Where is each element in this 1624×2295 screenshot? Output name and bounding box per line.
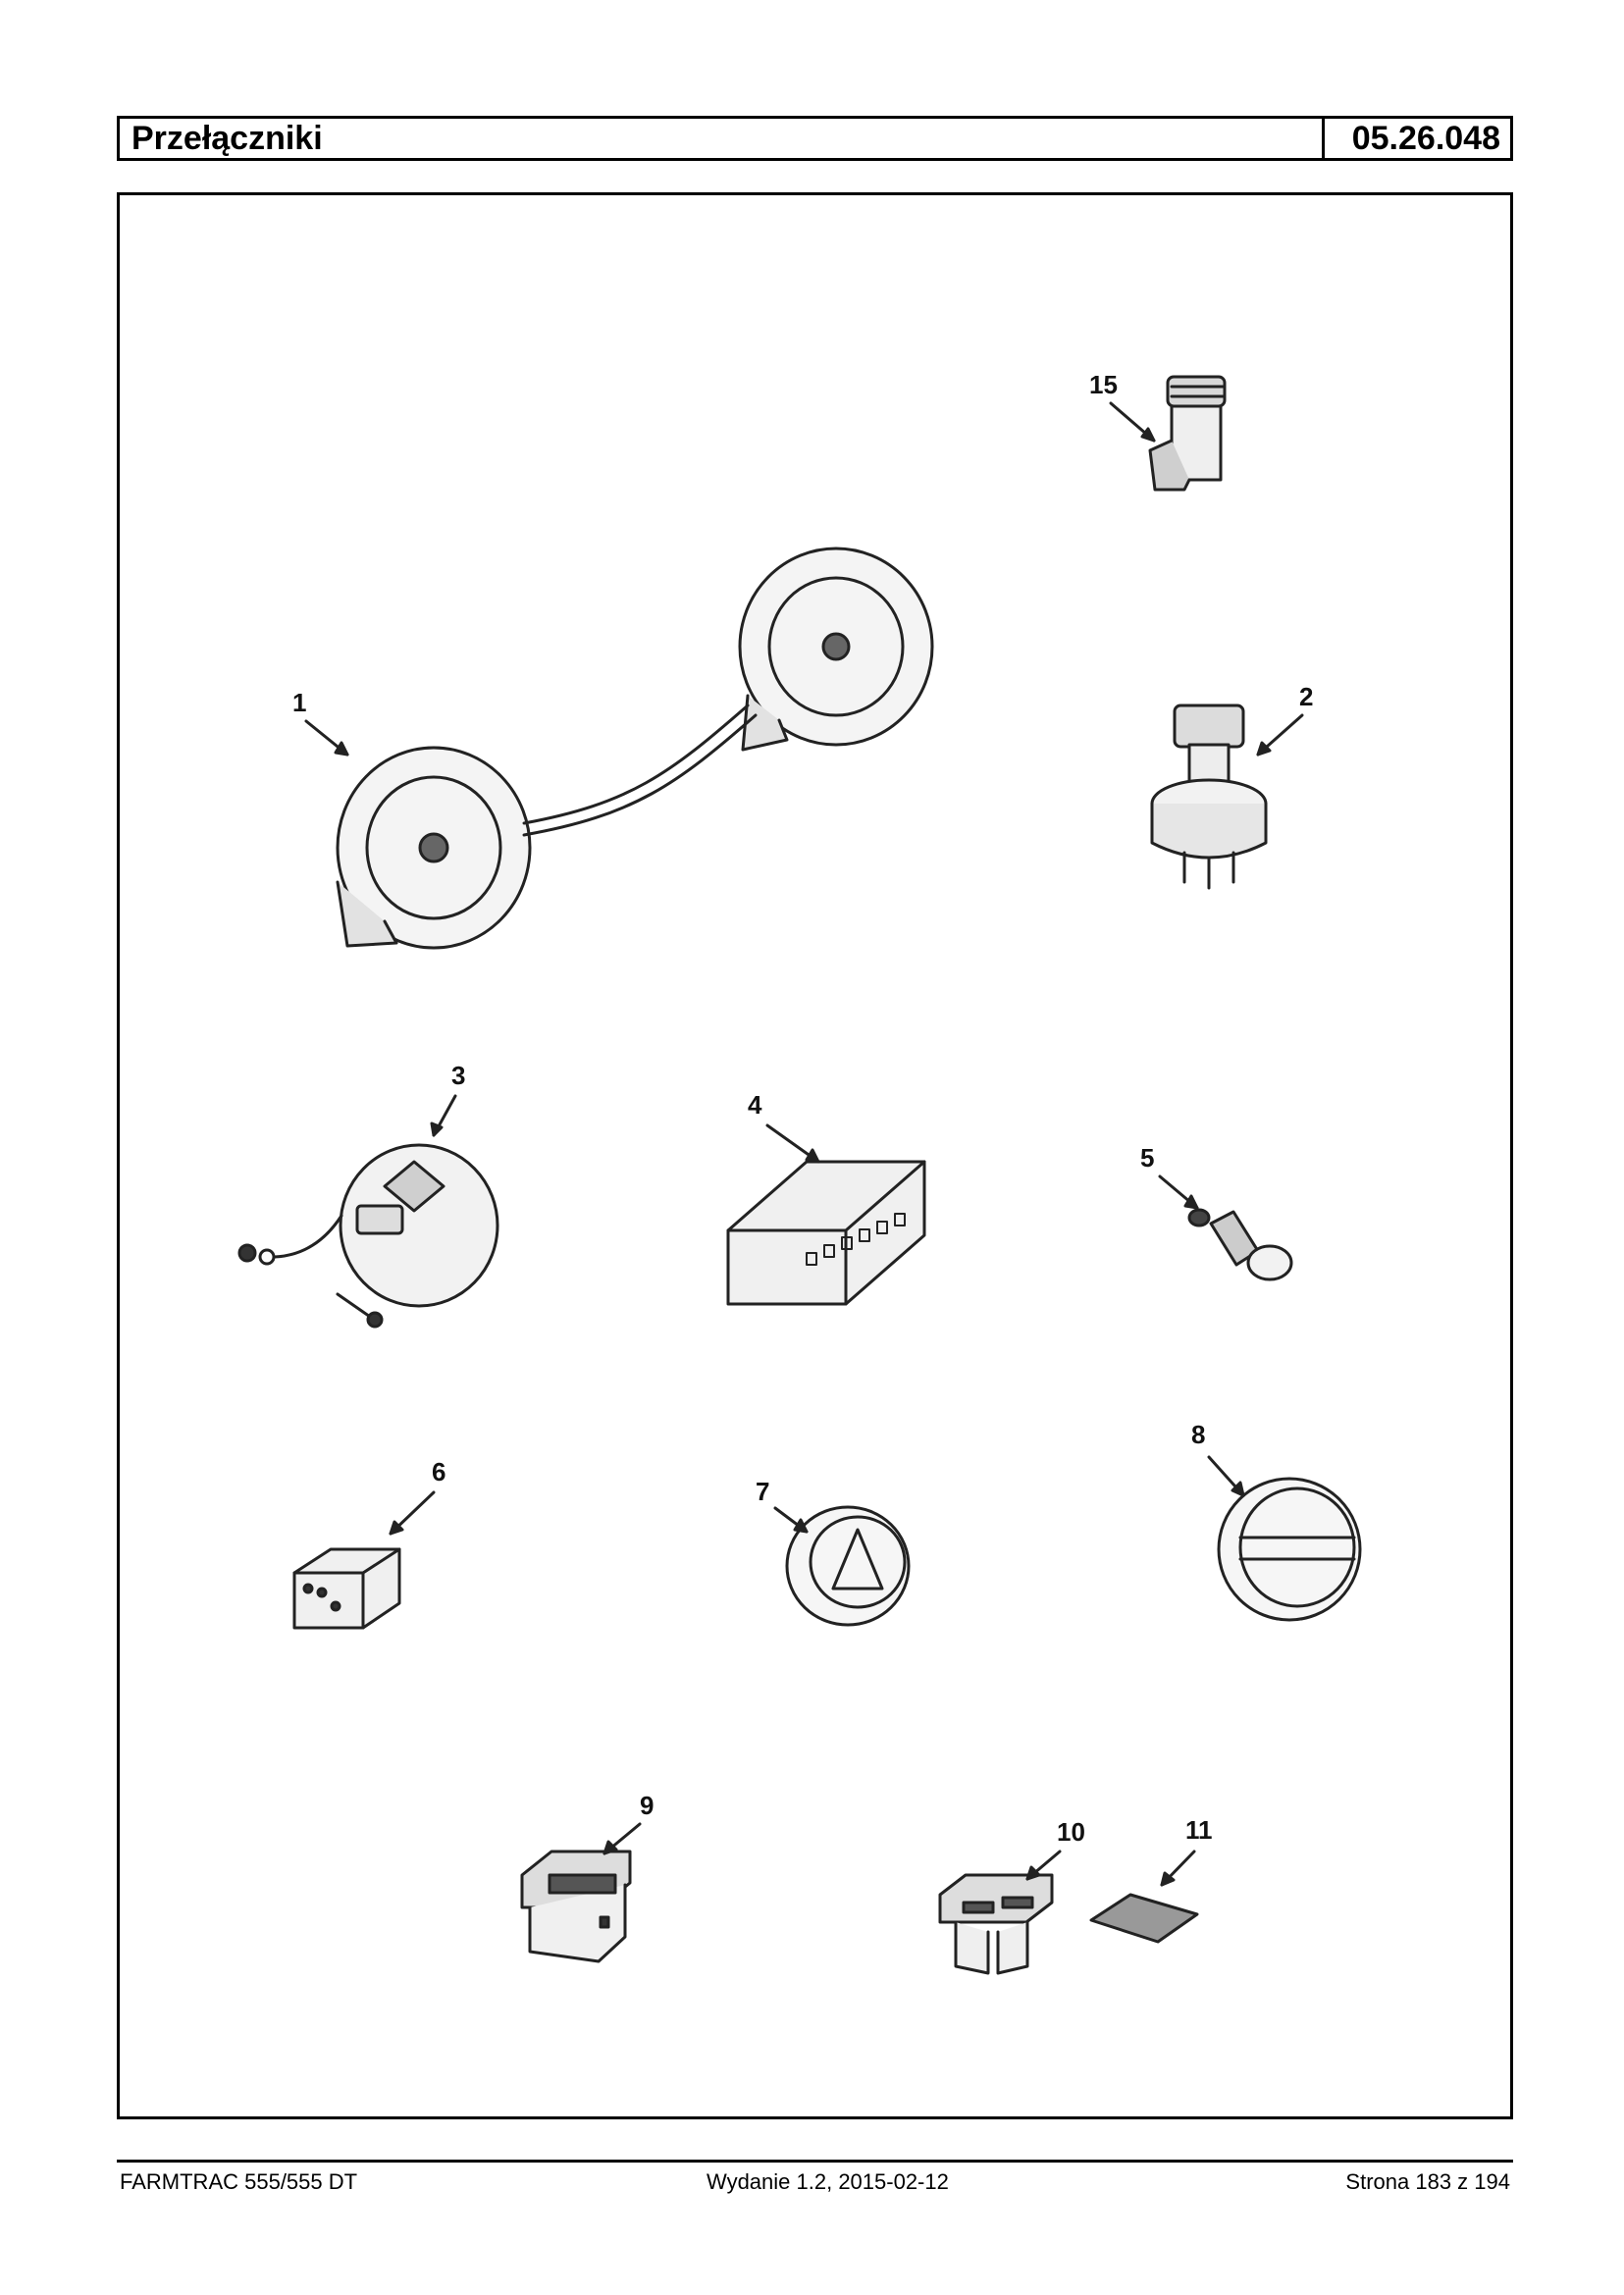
footer-divider	[117, 2160, 1513, 2163]
part-8-round-cap	[1217, 1477, 1362, 1622]
callout-2: 2	[1299, 682, 1313, 711]
footer-page-number: Strona 183 z 194	[1345, 2169, 1510, 2194]
part-9-rocker-switch	[520, 1850, 632, 1963]
parts-diagram: 15 1 2	[237, 370, 1362, 1975]
part-1-horns	[336, 547, 934, 950]
callout-8: 8	[1191, 1420, 1205, 1449]
callout-1: 1	[292, 688, 306, 717]
part-2-ignition-switch	[1150, 704, 1268, 890]
part-4-fuse-box	[726, 1160, 926, 1306]
callout-3: 3	[451, 1061, 465, 1090]
callout-7: 7	[756, 1477, 769, 1506]
part-15-fitting	[1148, 375, 1227, 492]
part-3-rotary-switch	[237, 1143, 499, 1329]
callout-5: 5	[1140, 1143, 1154, 1173]
callout-4: 4	[748, 1090, 762, 1120]
part-7-hazard-switch	[785, 1505, 911, 1627]
page-title: Przełączniki	[131, 120, 323, 157]
page-header: Przełączniki 05.26.048	[117, 116, 1513, 161]
part-10-double-switch	[938, 1873, 1054, 1975]
section-code: 05.26.048	[1322, 119, 1510, 158]
footer-model: FARMTRAC 555/555 DT	[120, 2169, 358, 2194]
callout-11: 11	[1185, 1815, 1213, 1845]
part-11-label-plate	[1089, 1893, 1199, 1944]
callout-15: 15	[1089, 370, 1118, 399]
part-5-pressure-switch	[1187, 1208, 1293, 1281]
part-6-relay	[292, 1547, 401, 1630]
footer-edition: Wydanie 1.2, 2015-02-12	[707, 2169, 949, 2194]
callout-6: 6	[432, 1457, 445, 1487]
callout-10: 10	[1057, 1817, 1085, 1847]
parts-diagram-frame: 15 1 2	[117, 192, 1513, 2119]
callout-9: 9	[640, 1791, 654, 1820]
